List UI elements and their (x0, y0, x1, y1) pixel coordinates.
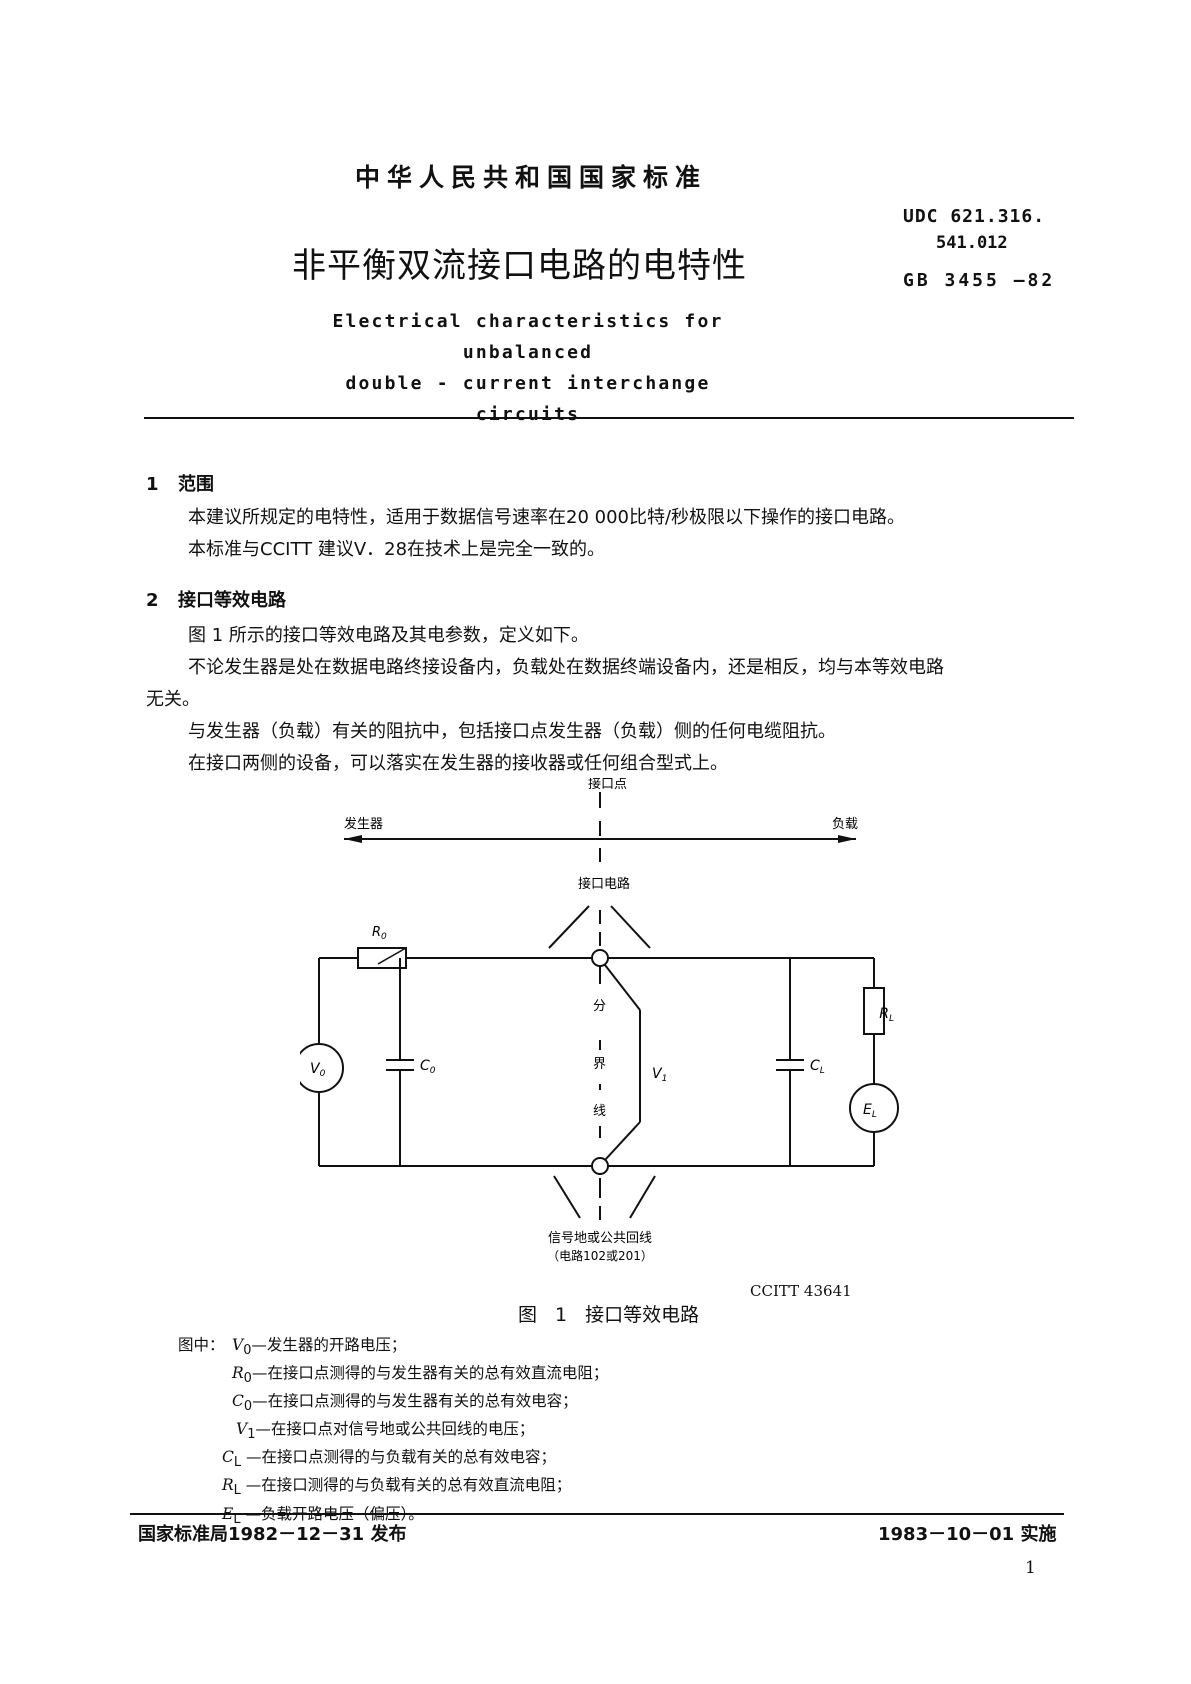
header-divider (144, 417, 1074, 419)
footer-divider (130, 1513, 1064, 1515)
rl-label: RL (879, 1006, 894, 1024)
paragraph: 在接口两侧的设备，可以落实在发生器的接收器或任何组合型式上。 (188, 753, 728, 774)
legend-list: V0—发生器的开路电压； R0—在接口点测得的与发生器有关的总有效直流电阻； C… (222, 1334, 609, 1531)
document-title-en: Electrical characteristics for unbalance… (318, 306, 738, 430)
paragraph: 本建议所规定的电特性，适用于数据信号速率在20 000比特/秒极限以下操作的接口… (188, 507, 906, 528)
generator-label: 发生器 (344, 816, 383, 832)
title-en-line2: double - current interchange circuits (345, 373, 711, 425)
issue-date: 国家标准局1982－12－31 发布 (138, 1524, 407, 1545)
el-label: EL (863, 1102, 877, 1120)
legend-item: R0—在接口点测得的与发生器有关的总有效直流电阻； (232, 1364, 609, 1387)
section-2-heading: 2 接口等效电路 (146, 586, 286, 612)
right-arrow-icon (838, 835, 856, 843)
load-label: 负载 (832, 817, 858, 832)
document-title-cn: 非平衡双流接口电路的电特性 (292, 246, 747, 286)
figure-caption: 图 1 接口等效电路 (518, 1304, 700, 1326)
page-number: 1 (1025, 1558, 1036, 1578)
gb-number: GB 3455 —82 (903, 270, 1056, 291)
interchange-circuit-label: 接口电路 (578, 876, 630, 892)
interface-point-label: 接口点 (588, 778, 627, 792)
udc-code: UDC 621.316. (903, 206, 1046, 227)
interface-circuit-diagram: 接口点 发生器 负载 接口电路 分 界 线 R0 V0 C0 V1 CL RL … (300, 778, 899, 1263)
ground-circuit-label: （电路102或201） (547, 1248, 653, 1263)
paragraph: 无关。 (146, 689, 200, 710)
legend-item: CL —在接口点测得的与负载有关的总有效电容； (222, 1448, 557, 1471)
section-title: 范围 (178, 474, 214, 495)
divider-char: 线 (593, 1104, 606, 1119)
standard-org-title: 中华人民共和国国家标准 (355, 163, 708, 192)
paragraph: 与发生器（负载）有关的阻抗中，包括接口点发生器（负载）侧的任何电缆阻抗。 (188, 721, 836, 742)
cl-label: CL (810, 1058, 825, 1076)
left-arrow-icon (344, 835, 362, 843)
paragraph: 不论发生器是处在数据电路终接设备内，负载处在数据终端设备内，还是相反，均与本等效… (188, 657, 944, 678)
paragraph: 图 1 所示的接口等效电路及其电参数，定义如下。 (188, 625, 589, 646)
r0-label: R0 (372, 925, 387, 942)
section-number: 1 (146, 474, 159, 495)
v1-label: V1 (652, 1066, 667, 1084)
c0-label: C0 (420, 1058, 436, 1076)
section-number: 2 (146, 590, 159, 611)
legend-item: V0—发生器的开路电压； (232, 1336, 407, 1359)
section-1-body: 本建议所规定的电特性，适用于数据信号速率在20 000比特/秒极限以下操作的接口… (188, 502, 905, 566)
section-title: 接口等效电路 (178, 590, 286, 611)
legend-item: V1—在接口点对信号地或公共回线的电压； (236, 1420, 535, 1443)
ccitt-reference: CCITT 43641 (750, 1282, 852, 1300)
udc-code-cont: 541.012 (936, 233, 1008, 253)
divider-char: 分 (593, 999, 606, 1014)
ground-label: 信号地或公共回线 (548, 1231, 652, 1246)
legend-item: RL —在接口测得的与负载有关的总有效直流电阻； (222, 1476, 572, 1499)
section-1-heading: 1 范围 (146, 470, 214, 496)
v0-label: V0 (310, 1061, 326, 1079)
paragraph: 本标准与CCITT 建议V．28在技术上是完全一致的。 (188, 539, 606, 560)
effective-date: 1983－10－01 实施 (878, 1524, 1057, 1545)
legend-item: C0—在接口点测得的与发生器有关的总有效电容； (232, 1392, 578, 1415)
title-en-line1: Electrical characteristics for unbalance… (332, 311, 724, 363)
divider-char: 界 (593, 1057, 606, 1072)
legend-intro: 图中： (178, 1336, 225, 1354)
